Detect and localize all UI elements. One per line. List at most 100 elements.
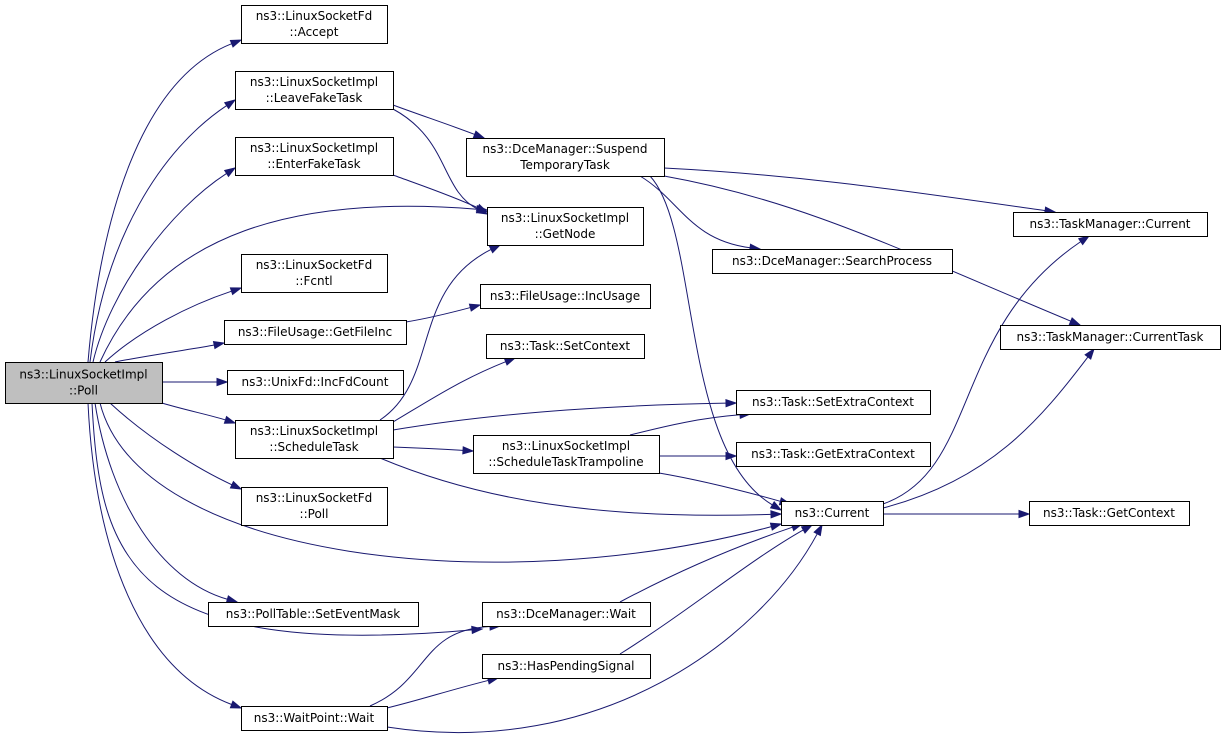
edge-line [639,175,751,249]
edge-current-to-get_context [882,509,1031,519]
edge-line [94,402,228,600]
edge-line [392,174,479,209]
node-set_event_mask[interactable]: ns3::PollTable::SetEventMask [208,602,419,627]
arrowhead-icon [769,501,783,511]
node-box [235,137,394,176]
edge-poll_impl-to-current [99,402,783,563]
edge-line [619,526,793,603]
node-box [480,284,651,309]
node-box [482,602,651,627]
node-set_context[interactable]: ns3::Task::SetContext [486,334,645,359]
edge-line [619,529,804,655]
edge-waitpoint_wait-to-has_pending [386,676,500,709]
edge-schedule_task-to-trampoline [392,446,475,455]
arrowhead-icon [229,480,243,490]
node-poll_impl[interactable]: ns3::LinuxSocketImpl::Poll [5,362,163,404]
edge-line [114,344,215,363]
node-fcntl[interactable]: ns3::LinuxSocketFd::Fcntl [241,254,388,293]
node-current[interactable]: ns3::Current [781,501,884,526]
edge-line [104,290,232,363]
edge-line [882,241,1082,505]
node-label: ns3::LinuxSocketImpl [502,439,630,453]
node-get_extra[interactable]: ns3::Task::GetExtraContext [736,442,931,467]
node-tm_current_task[interactable]: ns3::TaskManager::CurrentTask [1000,325,1221,350]
node-box [487,207,644,246]
node-label: ns3::UnixFd::IncFdCount [242,375,389,389]
node-label: ::Fcntl [295,274,332,288]
node-box [208,602,419,627]
edge-line [392,108,479,210]
node-get_node[interactable]: ns3::LinuxSocketImpl::GetNode [487,207,644,246]
node-label: ns3::LinuxSocketImpl [250,75,378,89]
node-tm_current[interactable]: ns3::TaskManager::Current [1013,212,1208,237]
node-box [473,435,660,474]
node-label: ::ScheduleTaskTrampoline [488,455,643,469]
node-box [227,370,404,395]
node-waitpoint_wait[interactable]: ns3::WaitPoint::Wait [241,706,388,731]
node-schedule_task[interactable]: ns3::LinuxSocketImpl::ScheduleTask [235,420,394,459]
edge-dce_wait-to-current [619,523,804,603]
node-search_process[interactable]: ns3::DceManager::SearchProcess [712,249,953,274]
node-label: TemporaryTask [519,158,610,172]
node-box [486,334,645,359]
node-label: ns3::FileUsage::GetFileInc [238,325,392,339]
node-inc_usage[interactable]: ns3::FileUsage::IncUsage [480,284,651,309]
arrowhead-icon [770,510,783,519]
arrowhead-icon [468,303,482,312]
edge-line [161,402,226,421]
node-box [241,5,388,44]
edge-line [91,402,473,636]
node-accept[interactable]: ns3::LinuxSocketFd::Accept [241,5,388,44]
node-enter_fake[interactable]: ns3::LinuxSocketImpl::EnterFakeTask [235,137,394,176]
edge-poll_impl-to-enter_fake [92,167,237,363]
edge-line [405,307,471,323]
edge-line [663,175,1071,322]
edge-line [629,414,741,436]
node-label: ns3::FileUsage::IncUsage [490,289,640,303]
node-set_extra[interactable]: ns3::Task::SetExtraContext [736,390,931,415]
node-inc_fd_count[interactable]: ns3::UnixFd::IncFdCount [227,370,404,395]
node-has_pending[interactable]: ns3::HasPendingSignal [482,654,651,679]
edge-line [99,402,772,563]
node-label: ns3::LinuxSocketFd [256,491,373,505]
node-label: ns3::LinuxSocketImpl [250,424,378,438]
node-label: ns3::Current [795,506,870,520]
edge-trampoline-to-get_extra [659,451,738,461]
edge-line [92,173,227,363]
arrowhead-icon [769,522,783,531]
node-label: ns3::TaskManager::CurrentTask [1017,330,1204,344]
node-leave_fake[interactable]: ns3::LinuxSocketImpl::LeaveFakeTask [235,71,394,110]
node-box [736,442,931,467]
edge-waitpoint_wait-to-current [386,523,823,734]
edge-current-to-tm_current [882,235,1091,505]
edge-current-to-tm_current_task [882,347,1095,509]
edge-poll_impl-to-fd_poll [109,402,243,490]
edge-line [379,249,492,421]
node-label: ns3::LinuxSocketImpl [19,368,147,382]
node-fd_poll[interactable]: ns3::LinuxSocketFd::Poll [241,487,388,526]
edge-line [882,356,1089,509]
node-label: ns3::LinuxSocketImpl [501,211,629,225]
node-label: ns3::PollTable::SetEventMask [226,607,401,621]
node-label: ns3::Task::SetExtraContext [752,395,914,409]
edge-leave_fake-to-suspend [392,104,486,139]
edge-line [109,402,233,486]
node-get_context[interactable]: ns3::Task::GetContext [1029,501,1190,526]
arrowhead-icon [800,524,814,534]
edge-poll_impl-to-inc_fd_count [162,377,229,387]
node-label: ::LeaveFakeTask [266,91,363,105]
node-label: ::EnterFakeTask [267,157,360,171]
arrowhead-icon [472,130,486,139]
node-label: ns3::Task::GetExtraContext [751,447,915,461]
arrowhead-icon [216,377,229,387]
node-get_file_inc[interactable]: ns3::FileUsage::GetFileInc [224,320,407,345]
arrowhead-icon [223,167,237,178]
node-label: ns3::LinuxSocketImpl [250,141,378,155]
arrowhead-icon [229,287,243,296]
node-label: ::Poll [300,507,329,521]
edge-poll_impl-to-schedule_task [161,402,237,424]
edge-enter_fake-to-get_node [392,174,489,213]
node-dce_wait[interactable]: ns3::DceManager::Wait [482,602,651,627]
node-trampoline[interactable]: ns3::LinuxSocketImpl::ScheduleTaskTrampo… [473,435,660,474]
